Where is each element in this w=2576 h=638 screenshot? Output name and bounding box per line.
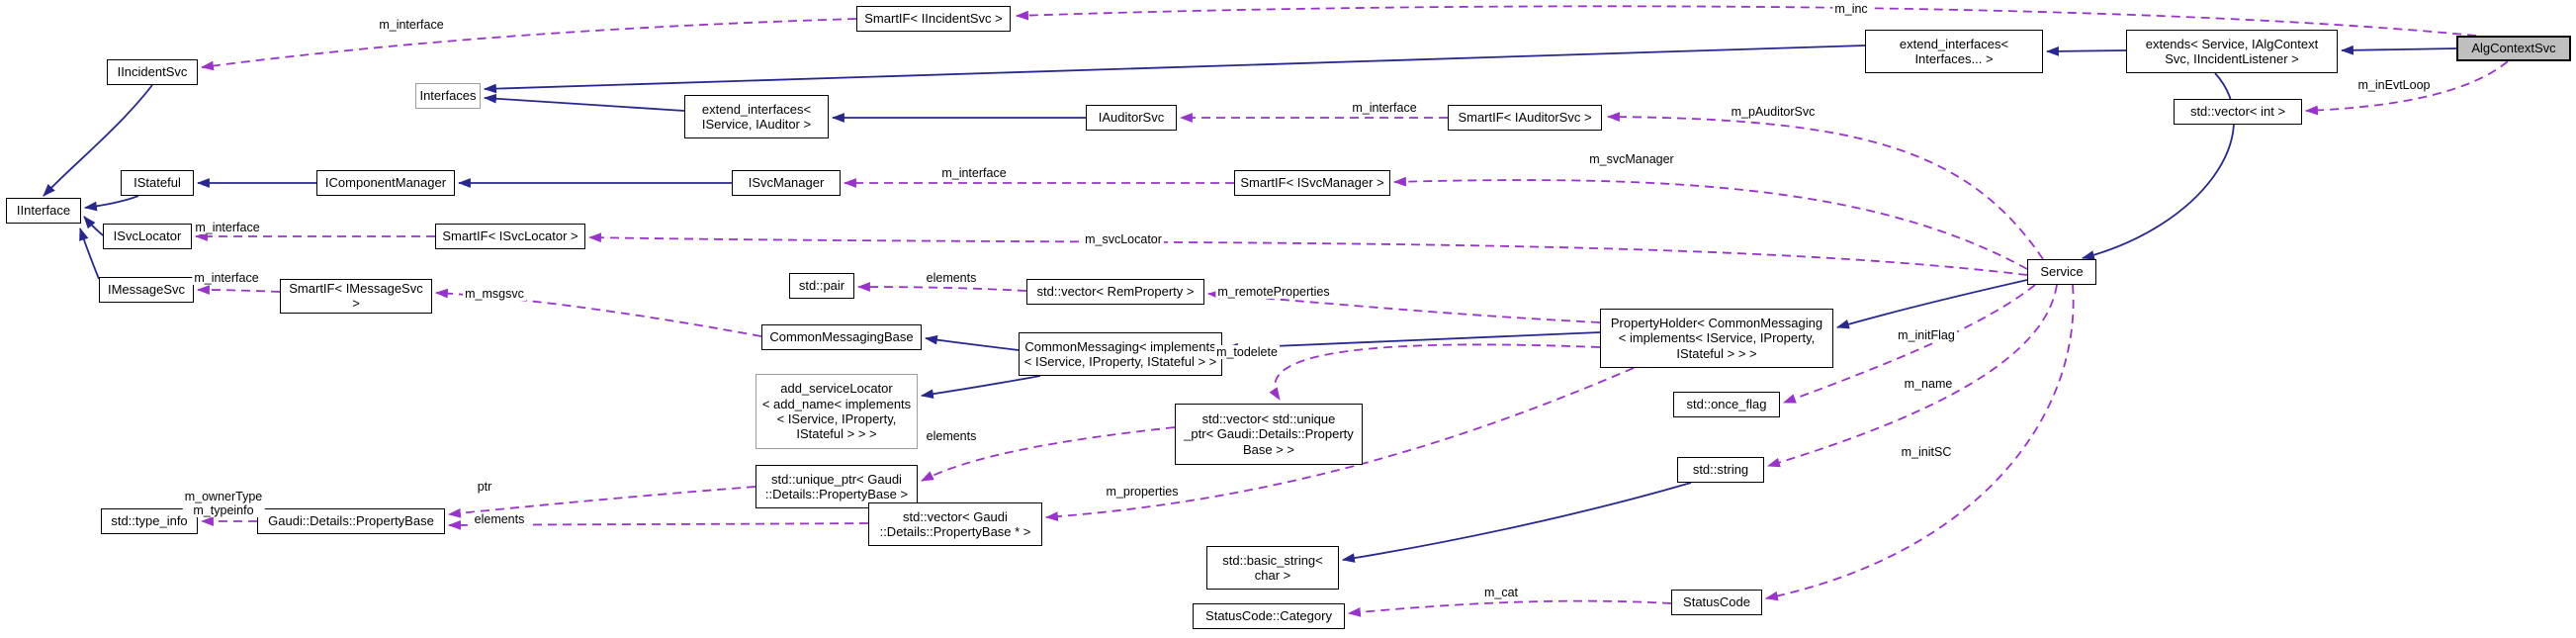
edge-label-m_cat: m_cat [1481, 586, 1521, 599]
edge-label-m_name: m_name [1902, 377, 1955, 391]
node-smartif_imessagesvc[interactable]: SmartIF< IMessageSvc > [280, 279, 432, 314]
edge-label-m_msgsvc: m_msgsvc [463, 287, 526, 301]
node-iauditorsvc[interactable]: IAuditorSvc [1086, 105, 1177, 131]
edge-label-m_initFlag: m_initFlag [1896, 328, 1957, 342]
edge-ext_interfaces-to-interfaces [483, 45, 1866, 94]
edge-label-m_ownerType: m_ownerType m_typeinfo [182, 490, 265, 517]
node-propertyholder[interactable]: PropertyHolder< CommonMessaging < implem… [1600, 309, 1833, 368]
edge-std_string-to-basic_string [1341, 482, 1692, 563]
node-extends_node[interactable]: extends< Service, IAlgContext Svc, IInci… [2126, 30, 2338, 73]
edge-commonmessaging-to-commonmessagingbase [924, 334, 1020, 351]
node-smartif_isvcmanager[interactable]: SmartIF< ISvcManager > [1234, 170, 1390, 196]
edge-label-m_svcManager: m_svcManager [1587, 152, 1676, 166]
node-smartif_iauditorsvc[interactable]: SmartIF< IAuditorSvc > [1448, 105, 1602, 131]
edge-algcontextsvc-to-vector_int [2304, 60, 2509, 116]
edge-commonmessagingbase-to-smartif_imessagesvc [434, 288, 762, 337]
edge-service-to-smartif_iauditorsvc [1606, 112, 2044, 260]
edge-label-m_interface: m_interface [193, 221, 262, 234]
node-smartif_isvclocator[interactable]: SmartIF< ISvcLocator > [435, 224, 585, 249]
edge-iincidentsvc-to-iinterface [43, 84, 153, 197]
node-imessagesvc[interactable]: IMessageSvc [99, 277, 194, 303]
edge-unique_ptr-to-propertybase [447, 486, 756, 518]
edge-label-m_interface: m_interface [377, 18, 446, 32]
edge-label-elements: elements [924, 271, 979, 285]
edge-label-m_inc: m_inc [1832, 2, 1870, 16]
node-unique_ptr[interactable]: std::unique_ptr< Gaudi ::Details::Proper… [755, 465, 918, 508]
node-vector_unique_ptr[interactable]: std::vector< std::unique _ptr< Gaudi::De… [1175, 404, 1363, 465]
edge-algcontextsvc-to-extends_node [2340, 45, 2457, 55]
node-std_string[interactable]: std::string [1677, 457, 1764, 483]
edge-imessagesvc-to-iinterface [79, 227, 100, 280]
edge-vector_unique_ptr-to-unique_ptr [921, 426, 1176, 482]
node-smartif_iincidentsvc[interactable]: SmartIF< IIncidentSvc > [856, 6, 1011, 32]
edge-extends_node-to-service [2081, 72, 2235, 260]
node-commonmessagingbase[interactable]: CommonMessagingBase [761, 324, 922, 350]
edge-service-to-propertyholder [1835, 279, 2028, 329]
edge-statuscode-to-statuscode_category [1347, 599, 1672, 617]
node-basic_string[interactable]: std::basic_string< char > [1206, 546, 1339, 590]
edge-service-to-smartif_isvclocator [587, 232, 2028, 276]
edge-label-elements: elements [924, 429, 979, 443]
edge-vector_remproperty-to-std_pair [856, 282, 1027, 292]
node-once_flag[interactable]: std::once_flag [1673, 392, 1780, 417]
edge-label-ptr: ptr [475, 480, 494, 494]
edge-label-m_interface: m_interface [192, 271, 261, 285]
edge-smartif_imessagesvc-to-imessagesvc [196, 285, 281, 295]
edge-label-m_todelete: m_todelete [1214, 345, 1280, 359]
node-add_servicelocator[interactable]: add_serviceLocator < add_name< implement… [755, 374, 918, 449]
node-service[interactable]: Service [2027, 259, 2096, 285]
node-iincidentsvc[interactable]: IIncidentSvc [107, 59, 198, 85]
edge-propertyholder-to-vector_unique_ptr [1269, 343, 1601, 401]
node-statuscode[interactable]: StatusCode [1671, 590, 1762, 615]
edge-label-m_interface: m_interface [1350, 101, 1419, 115]
node-isvclocator[interactable]: ISvcLocator [103, 224, 192, 249]
node-propertybase[interactable]: Gaudi::Details::PropertyBase [257, 508, 445, 534]
node-istateful[interactable]: IStateful [121, 170, 194, 196]
node-commonmessaging[interactable]: CommonMessaging< implements < IService, … [1019, 332, 1222, 376]
node-vector_remproperty[interactable]: std::vector< RemProperty > [1026, 279, 1204, 305]
node-algcontextsvc: AlgContextSvc [2456, 36, 2571, 61]
edge-ext_iservice_iauditor-to-interfaces [483, 93, 685, 112]
edge-extends_node-to-ext_interfaces [2045, 46, 2127, 56]
node-isvcmanager[interactable]: ISvcManager [732, 170, 841, 196]
edge-label-m_properties: m_properties [1104, 485, 1181, 499]
edge-service-to-once_flag [1782, 284, 2036, 404]
node-ext_interfaces[interactable]: extend_interfaces< Interfaces... > [1865, 30, 2043, 73]
node-vector_propertybase_ptr[interactable]: std::vector< Gaudi ::Details::PropertyBa… [868, 502, 1042, 546]
edge-label-m_interface: m_interface [939, 166, 1009, 180]
node-std_pair[interactable]: std::pair [789, 273, 854, 299]
node-iinterface[interactable]: IInterface [6, 198, 81, 224]
edge-label-m_remoteProperties: m_remoteProperties [1215, 285, 1332, 299]
edge-istateful-to-iinterface [83, 195, 139, 212]
node-interfaces[interactable]: Interfaces [415, 83, 481, 109]
edge-commonmessaging-to-add_servicelocator [920, 375, 1041, 400]
edge-algcontextsvc-to-smartif_iincidentsvc [1015, 5, 2477, 37]
edge-service-to-statuscode [1764, 284, 2075, 601]
edge-isvclocator-to-iinterface [83, 216, 104, 236]
node-type_info[interactable]: std::type_info [101, 508, 198, 534]
edge-service-to-std_string [1766, 284, 2058, 468]
edge-label-elements: elements [472, 512, 527, 526]
edge-smartif_iincidentsvc-to-iincidentsvc [200, 18, 857, 71]
node-statuscode_category[interactable]: StatusCode::Category [1193, 603, 1345, 629]
edge-label-m_pAuditorSvc: m_pAuditorSvc [1729, 105, 1818, 119]
node-icomponentmanager[interactable]: IComponentManager [316, 170, 455, 196]
node-ext_iservice_iauditor[interactable]: extend_interfaces< IService, IAuditor > [684, 95, 829, 138]
edge-label-m_inEvtLoop: m_inEvtLoop [2355, 78, 2433, 92]
edge-label-m_initSC: m_initSC [1899, 445, 1954, 459]
edge-label-m_svcLocator: m_svcLocator [1083, 232, 1164, 246]
edge-service-to-smartif_isvcmanager [1392, 176, 2028, 270]
node-vector_int[interactable]: std::vector< int > [2174, 99, 2302, 125]
